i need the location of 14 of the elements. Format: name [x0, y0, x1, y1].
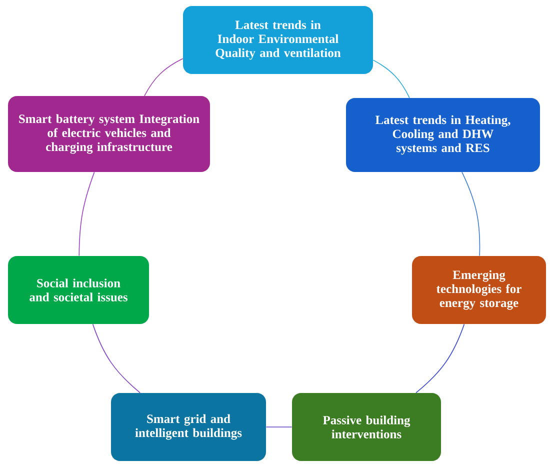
- topic-box: Smart battery system Integration of electric vehicles and charging infrastructure: [8, 96, 210, 172]
- topic-box: Social inclusion and societal issues: [8, 256, 149, 324]
- connector-arc: [372, 60, 410, 98]
- connector-arc: [92, 324, 141, 394]
- topic-box: Passive building interventions: [292, 392, 441, 461]
- topic-box: Latest trends in Heating, Cooling and DHW systems and RES: [346, 98, 540, 172]
- connector-arc: [266, 426, 292, 428]
- connector-arc: [462, 172, 480, 256]
- connector-arc: [78, 172, 95, 256]
- topic-box: Emerging technologies for energy storage: [412, 256, 546, 324]
- connector-arc: [144, 58, 184, 96]
- topic-box: Smart grid and intelligent buildings: [111, 392, 266, 461]
- connector-arc: [416, 324, 465, 394]
- topic-box: Latest trends in Indoor Environmental Quality and ventilation: [183, 6, 373, 74]
